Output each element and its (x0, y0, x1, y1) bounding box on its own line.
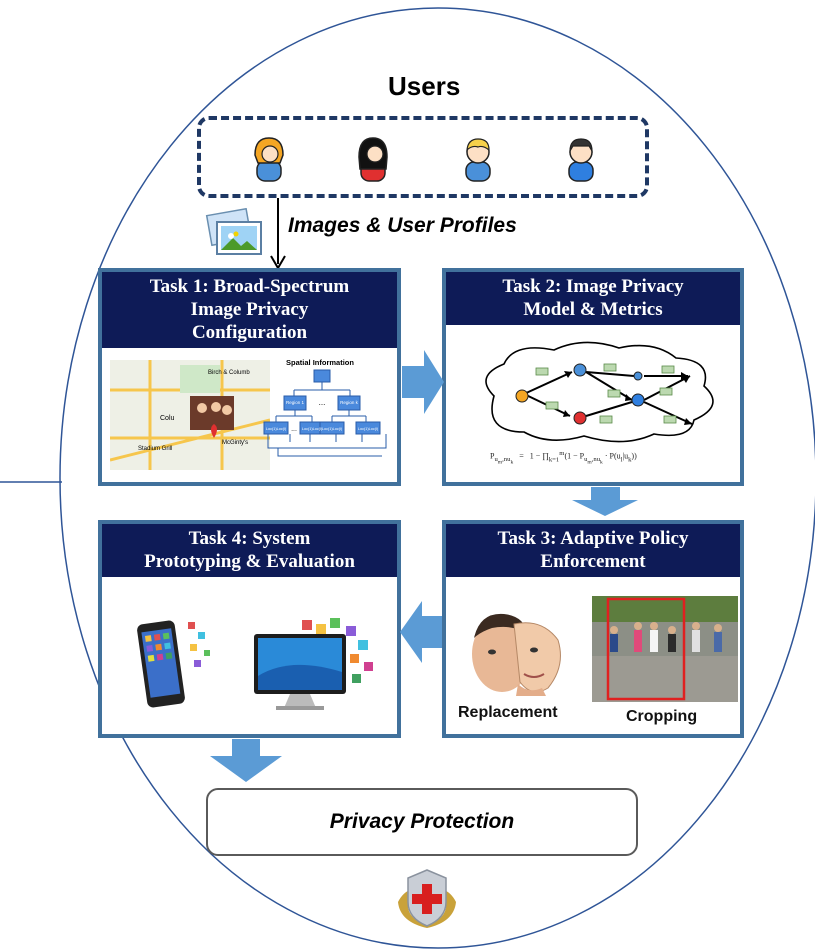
desktop-icon (254, 618, 373, 710)
task-1-box: Task 1: Broad-Spectrum Image Privacy Con… (98, 268, 401, 486)
task-3-box: Task 3: Adaptive Policy Enforcement Repl… (442, 520, 744, 738)
loc-label-2: Loc(1)Loc(l) (302, 427, 323, 431)
cropping-label: Cropping (626, 708, 698, 725)
spatial-title: Spatial Information (286, 358, 354, 367)
users-group-box (197, 116, 649, 198)
loc-label-4: Loc(1)Loc(l) (358, 427, 379, 431)
task-1-header: Task 1: Broad-Spectrum Image Privacy Con… (102, 272, 397, 348)
user-icon-orange-hair (254, 137, 284, 182)
runners-crop-image (592, 596, 738, 702)
task-2-box: Task 2: Image Privacy Model & Metrics Pu… (442, 268, 744, 486)
task-4-title-line-1: Task 4: System (188, 528, 311, 549)
user-icon-dark-hair-blue (568, 138, 594, 182)
graph-user-nodes (515, 363, 645, 425)
task-3-title-line-1: Task 3: Adaptive Policy (497, 528, 689, 549)
map-thumbnail: Birch & Columb McGinty's Stadium Grill C… (110, 360, 270, 470)
map-label-colu: Colu (160, 415, 175, 422)
task-3-header: Task 3: Adaptive Policy Enforcement (446, 524, 740, 577)
photos-icon (205, 208, 262, 255)
input-label: Images & User Profiles (288, 214, 517, 237)
loc-label-3: Loc(1)Loc(l) (322, 427, 343, 431)
task-1-title-line-2: Image Privacy (190, 299, 309, 320)
user-icon-black-hair-red (358, 137, 388, 182)
loc-ellipsis: ... (291, 426, 297, 433)
privacy-protection-box: Privacy Protection (206, 788, 638, 856)
region-ellipsis: ... (319, 398, 326, 407)
region-k-label: Region k (340, 400, 359, 405)
task-4-title-line-2: Prototyping & Evaluation (144, 551, 355, 572)
task-2-title-line-1: Task 2: Image Privacy (502, 276, 684, 297)
shield-icon (398, 869, 456, 928)
task-4-box: Task 4: System Prototyping & Evaluation (98, 520, 401, 738)
spatial-tree: Spatial Information Region 1 Region k ..… (263, 358, 387, 457)
phone-icon (137, 620, 210, 708)
replacement-label: Replacement (458, 704, 558, 721)
users-title: Users (388, 71, 461, 101)
privacy-formula: Pum,nuk = 1 − ∏k=1m(1 − Pum,nuk · P(ul|u… (490, 450, 637, 466)
task-1-title-line-3: Configuration (191, 322, 308, 343)
map-label-birch: Birch & Columb (208, 370, 250, 376)
user-icon-blonde (465, 138, 491, 182)
region-1-label: Region 1 (286, 400, 305, 405)
privacy-graph (485, 341, 714, 443)
map-label-mcgintys: McGinty's (222, 440, 248, 446)
face-replacement-image (472, 613, 561, 696)
task-1-title-line-1: Task 1: Broad-Spectrum (149, 276, 350, 297)
map-label-stadium: Stadium Grill (138, 446, 172, 452)
task-4-header: Task 4: System Prototyping & Evaluation (102, 524, 397, 577)
task-2-header: Task 2: Image Privacy Model & Metrics (446, 272, 740, 325)
task-2-title-line-2: Model & Metrics (523, 299, 663, 320)
loc-label-1: Loc(1)Loc(l) (266, 427, 287, 431)
privacy-protection-label: Privacy Protection (329, 810, 515, 833)
task-3-title-line-2: Enforcement (540, 551, 646, 572)
